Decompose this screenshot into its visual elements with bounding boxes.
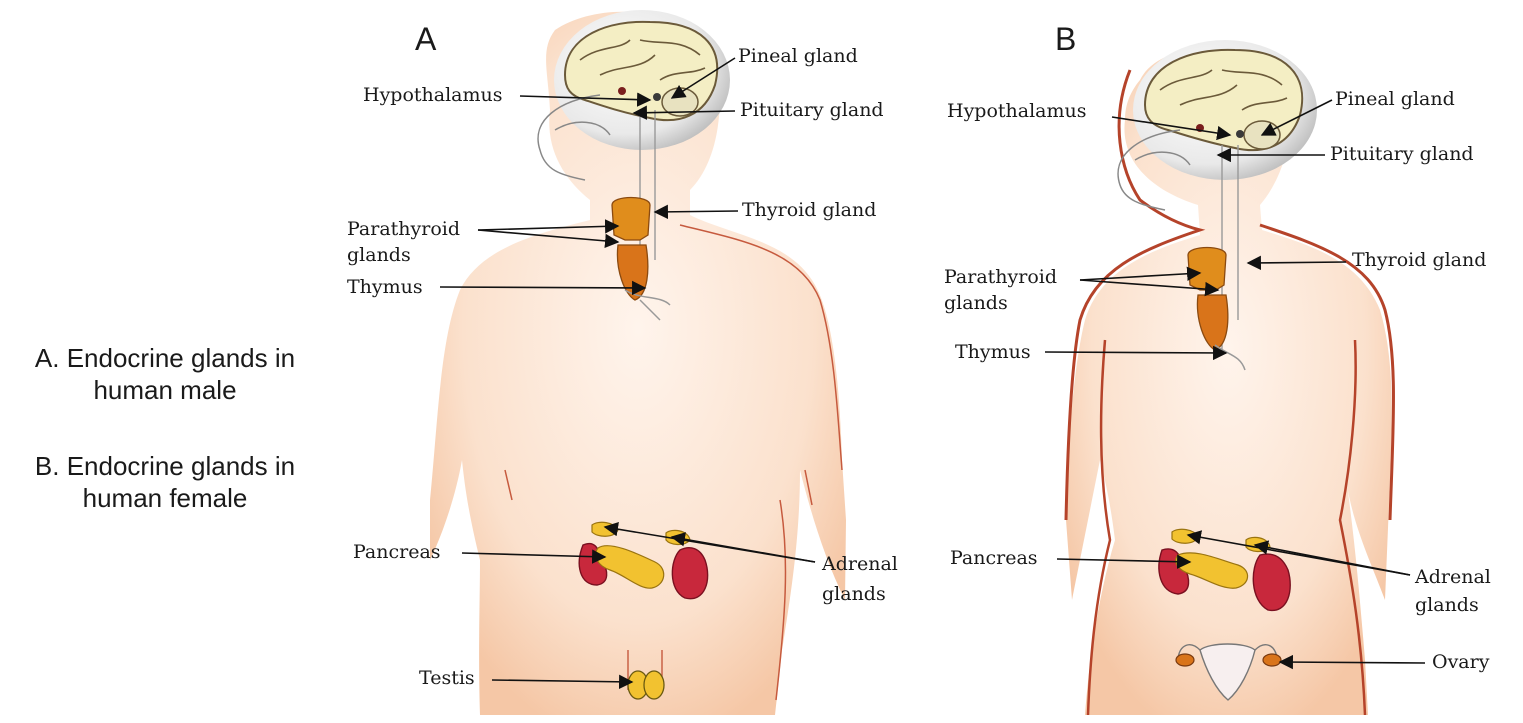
arrow-a-parathyroid-lower [477,229,620,249]
female-face [1117,129,1181,211]
label-a-thyroid: Thyroid gland [742,199,876,221]
label-a-adrenal-1: Adrenal [821,553,898,575]
label-b-parathyroid-1: Parathyroid [944,266,1057,288]
male-arm-line-left [504,469,513,501]
panel-a-letter: A [415,21,437,57]
label-a-thymus: Thymus [347,276,423,298]
caption-b-line1: B. Endocrine glands in [34,451,296,481]
label-a-parathyroid-2: glands [347,244,411,266]
female-thyroid [1187,246,1227,291]
label-b-pituitary: Pituitary gland [1330,143,1474,165]
arrow-a-thymus [439,280,647,296]
male-face [537,94,601,181]
arrow-b-parathyroid-lower [1079,279,1220,297]
male-kidney-right [671,547,709,600]
panel-b-letter: B [1055,21,1076,57]
female-waist-right [1338,339,1367,716]
arrow-b-thymus [1044,345,1228,361]
caption-a-line2: human male [93,375,237,405]
arrow-b-ovary [1278,654,1426,670]
male-pituitary-dot [653,93,661,101]
male-testis-right [643,670,665,700]
label-a-parathyroid-1: Parathyroid [347,218,460,240]
arrow-a-thyroid [653,204,739,220]
male-outline-waist [775,499,787,701]
female-ovary-left [1175,653,1195,667]
panel-b: B [944,21,1491,716]
label-a-adrenal-2: glands [822,583,886,605]
label-a-testis: Testis [419,667,475,689]
arrow-b-hypothalamus [1111,116,1232,141]
label-a-pancreas: Pancreas [353,541,441,563]
female-outline-left [1064,69,1206,521]
caption-b-line2: human female [82,483,248,513]
male-body [430,11,846,715]
male-hypothalamus-dot [618,87,626,95]
label-b-parathyroid-2: glands [944,292,1008,314]
female-kidney-right [1252,553,1291,612]
male-arm-line-right [804,469,813,506]
label-b-adrenal-2: glands [1415,594,1479,616]
male-trachea [624,289,671,321]
arrow-a-pineal [670,57,736,99]
panel-a: A [347,10,898,715]
arrow-b-adrenal-right [1253,540,1411,576]
female-pancreas [1175,552,1249,589]
male-pancreas [595,545,665,589]
female-brain-folds [1159,69,1288,111]
label-b-adrenal-1: Adrenal [1414,566,1491,588]
arrow-a-pituitary [632,105,736,120]
label-a-pineal: Pineal gland [738,45,858,67]
male-brain-folds [579,39,706,81]
arrow-a-pancreas [461,549,607,564]
caption-a-line1: A. Endocrine glands in [34,343,296,373]
female-pituitary-dot [1236,130,1244,138]
label-b-ovary: Ovary [1432,651,1490,673]
arrow-a-testis [491,674,634,690]
female-outline-right [1259,223,1395,521]
arrow-a-hypothalamus [519,92,652,107]
arrow-b-thyroid [1246,255,1347,271]
female-body [1066,48,1392,716]
label-b-pineal: Pineal gland [1335,88,1455,110]
arrow-b-parathyroid-upper [1079,266,1202,281]
male-outline-right [679,224,843,471]
label-a-pituitary: Pituitary gland [740,99,884,121]
female-mouth [1134,151,1191,166]
arrow-a-adrenal-right [670,532,816,563]
label-b-hypothalamus: Hypothalamus [947,100,1087,122]
caption-a: A. Endocrine glands in human male [0,342,330,406]
arrow-b-pancreas [1056,554,1192,569]
arrow-b-pineal [1260,99,1333,136]
label-b-thyroid: Thyroid gland [1352,249,1486,271]
label-a-hypothalamus: Hypothalamus [363,84,503,106]
female-waist-left [1086,339,1112,716]
male-thyroid [611,196,651,241]
female-ovary-right [1262,653,1282,667]
label-b-thymus: Thymus [955,341,1031,363]
label-b-pancreas: Pancreas [950,547,1038,569]
arrow-a-parathyroid-upper [477,219,620,234]
male-mouth [554,121,611,136]
caption-b: B. Endocrine glands in human female [0,450,330,514]
female-uterus [1199,643,1256,701]
